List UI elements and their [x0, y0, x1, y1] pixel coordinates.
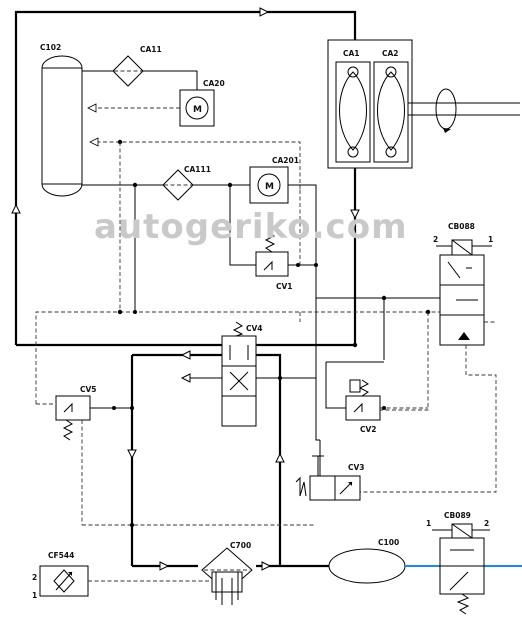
rotation-shaft	[408, 88, 520, 133]
cv5-label: CV5	[80, 385, 97, 394]
cb089-valve: CB089 1 2	[426, 511, 489, 615]
c100-label: C100	[378, 538, 399, 547]
cv3-valve: CV3	[295, 455, 365, 501]
c102-label: C102	[40, 43, 61, 52]
cf544-label: CF544	[48, 551, 74, 560]
cv4-label: CV4	[246, 324, 263, 333]
cb089-label: CB089	[444, 511, 471, 520]
cb088-port-left: 2	[433, 235, 438, 244]
cv4-valve: CV4	[221, 321, 263, 427]
ca111-label: CA111	[184, 165, 211, 174]
cv2-label: CV2	[360, 425, 377, 434]
cb088-label: CB088	[448, 222, 475, 231]
cb089-port-left: 1	[426, 519, 431, 528]
watermark: autogeriko.com	[94, 207, 408, 247]
cb089-port-right: 2	[484, 519, 489, 528]
ca201-motor: M CA201	[249, 156, 299, 204]
ca201-label: CA201	[272, 156, 299, 165]
c700-filter: C700	[201, 541, 253, 605]
cv2-valve: CV2	[345, 379, 381, 434]
ca11-label: CA11	[140, 45, 162, 54]
ca1-label: CA1	[343, 49, 360, 58]
cv1-valve: CV1	[255, 231, 293, 291]
cv1-label: CV1	[276, 282, 293, 291]
ca1-ca2-compressor: CA1 CA2	[327, 39, 413, 169]
cv5-valve: CV5	[55, 385, 97, 441]
cf544-port-top: 2	[32, 573, 37, 582]
ca2-label: CA2	[382, 49, 399, 58]
cv3-label: CV3	[348, 463, 365, 472]
ca20-label: CA20	[203, 79, 225, 88]
cb088-port-right: 1	[488, 235, 493, 244]
ca20-motor: M CA20	[179, 79, 225, 127]
ca20-motor-symbol: M	[193, 105, 202, 115]
ca201-motor-symbol: M	[265, 182, 274, 192]
cf544-sensor: CF544 2 1	[32, 551, 89, 600]
c100-reservoir: C100	[328, 538, 406, 584]
c102-tank: C102	[40, 43, 83, 197]
ca111-filter: CA111	[162, 165, 211, 201]
cb088-valve: CB088 2 1	[433, 222, 493, 346]
ca11-filter: CA11	[112, 45, 162, 87]
cf544-port-bottom: 1	[32, 591, 37, 600]
c700-label: C700	[230, 541, 251, 550]
